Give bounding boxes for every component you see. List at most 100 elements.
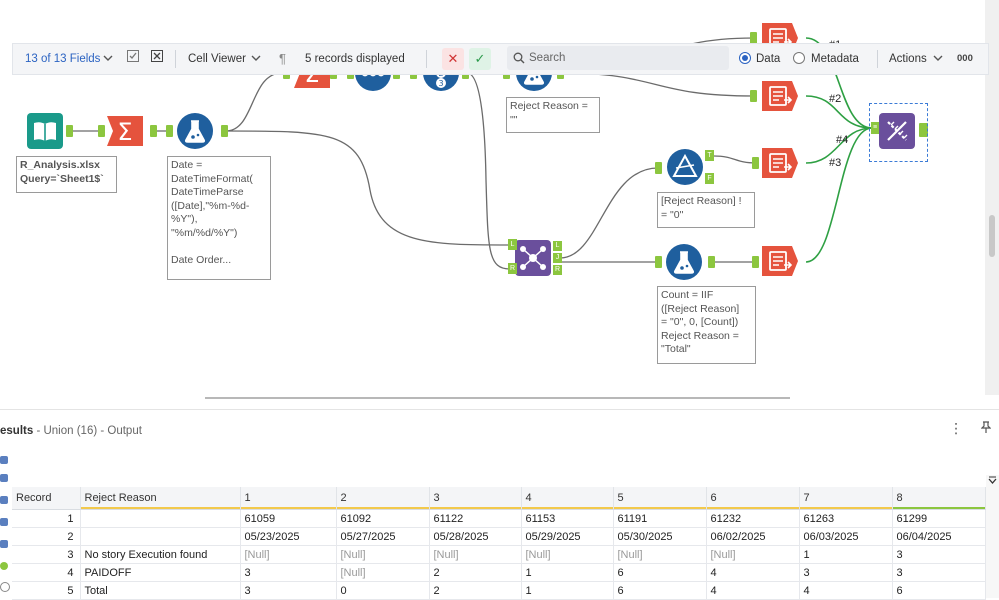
table-cell[interactable]: 61122 [429, 509, 522, 528]
table-cell[interactable]: 4 [706, 563, 800, 582]
column-header[interactable]: 5 [613, 487, 707, 510]
output-tool-3[interactable] [762, 145, 798, 181]
pilcrow-icon[interactable]: ¶ [279, 51, 286, 66]
list-icon[interactable] [0, 456, 8, 464]
record-number-cell[interactable]: 3 [12, 545, 81, 564]
field-type-icon[interactable] [0, 496, 8, 504]
chevron-down-icon[interactable] [933, 44, 943, 74]
fields-selector[interactable]: 13 of 13 Fields [25, 53, 101, 65]
table-cell[interactable]: 0 [336, 581, 430, 600]
join-anchor-left[interactable]: L [508, 239, 517, 250]
table-cell[interactable]: PAIDOFF [80, 563, 241, 582]
chevron-down-icon[interactable] [251, 44, 261, 74]
table-cell[interactable]: 1 [799, 545, 893, 564]
output-tool-4[interactable] [762, 243, 798, 279]
actions-dropdown[interactable]: Actions [889, 53, 927, 65]
canvas-horizontal-scrollbar[interactable] [0, 395, 999, 409]
more-actions-button[interactable]: 000 [957, 53, 973, 64]
close-x-button[interactable]: ✕ [442, 48, 464, 70]
table-cell[interactable]: 6 [892, 581, 986, 600]
pin-icon[interactable] [980, 420, 992, 436]
table-cell[interactable]: Total [80, 581, 241, 600]
input-data-tool[interactable] [27, 113, 63, 149]
table-cell[interactable]: 1 [521, 581, 614, 600]
table-cell[interactable]: 3 [892, 545, 986, 564]
column-header[interactable]: Reject Reason [80, 487, 241, 510]
table-cell[interactable]: 3 [892, 563, 986, 582]
table-cell[interactable]: [Null] [336, 545, 430, 564]
more-options-icon[interactable]: ⋮ [949, 420, 964, 436]
table-cell[interactable]: [Null] [240, 545, 337, 564]
table-cell[interactable]: 3 [799, 563, 893, 582]
table-cell[interactable]: 05/29/2025 [521, 527, 614, 546]
record-number-cell[interactable]: 4 [12, 563, 81, 582]
join-anchor-right[interactable]: R [508, 263, 517, 274]
record-number-cell[interactable]: 1 [12, 509, 81, 528]
column-header[interactable]: 2 [336, 487, 430, 510]
union-tool[interactable] [879, 113, 915, 149]
record-number-cell[interactable]: 5 [12, 581, 81, 600]
table-cell[interactable] [80, 509, 241, 528]
scroll-thumb[interactable] [205, 397, 790, 399]
table-cell[interactable]: 06/03/2025 [799, 527, 893, 546]
clear-fields-icon[interactable] [151, 44, 163, 74]
table-cell[interactable]: 61299 [892, 509, 986, 528]
table-cell[interactable]: [Null] [429, 545, 522, 564]
column-header[interactable]: 8 [892, 487, 986, 510]
table-cell[interactable]: [Null] [706, 545, 800, 564]
table-cell[interactable]: 3 [240, 581, 337, 600]
join-output-left[interactable]: L [553, 241, 562, 251]
filter-tool[interactable] [666, 148, 704, 186]
join-tool[interactable] [515, 240, 551, 276]
table-cell[interactable]: 61232 [706, 509, 800, 528]
table-cell[interactable]: 4 [706, 581, 800, 600]
table-cell[interactable]: 1 [521, 563, 614, 582]
clock-icon[interactable] [0, 582, 10, 592]
table-cell[interactable]: No story Execution found [80, 545, 241, 564]
table-vertical-scrollbar[interactable] [986, 475, 999, 598]
table-cell[interactable]: [Null] [336, 563, 430, 582]
record-number-cell[interactable]: 2 [12, 527, 81, 546]
field-type-icon[interactable] [0, 540, 8, 548]
cell-viewer-dropdown[interactable]: Cell Viewer [188, 53, 246, 65]
search-input[interactable] [529, 49, 719, 67]
canvas-vertical-scrollbar[interactable] [985, 0, 999, 395]
field-type-icon[interactable] [0, 474, 8, 482]
metadata-radio[interactable] [793, 52, 805, 64]
column-header[interactable]: 7 [799, 487, 893, 510]
table-cell[interactable]: 61263 [799, 509, 893, 528]
table-cell[interactable]: 4 [799, 581, 893, 600]
column-header[interactable]: Record [12, 487, 81, 510]
table-cell[interactable]: 61059 [240, 509, 337, 528]
output-tool-2[interactable] [762, 78, 798, 114]
filter-false-anchor[interactable]: F [705, 173, 714, 184]
summarize-tool[interactable]: Σ [107, 113, 143, 149]
table-cell[interactable]: 05/30/2025 [613, 527, 707, 546]
data-radio[interactable] [739, 52, 751, 64]
table-cell[interactable]: 2 [429, 581, 522, 600]
filter-true-anchor[interactable]: T [705, 150, 714, 161]
table-cell[interactable]: 61092 [336, 509, 430, 528]
table-cell[interactable]: 61153 [521, 509, 614, 528]
column-header[interactable]: 3 [429, 487, 522, 510]
table-cell[interactable] [80, 527, 241, 546]
formula-tool-count[interactable] [665, 243, 703, 281]
field-type-icon[interactable] [0, 518, 8, 526]
confirm-check-button[interactable]: ✓ [469, 48, 491, 70]
table-cell[interactable]: [Null] [613, 545, 707, 564]
column-header[interactable]: 1 [240, 487, 337, 510]
chevron-down-icon[interactable] [103, 44, 113, 74]
search-box[interactable] [507, 46, 729, 70]
formula-tool-date[interactable] [176, 112, 214, 150]
table-cell[interactable]: 05/27/2025 [336, 527, 430, 546]
table-cell[interactable]: 61191 [613, 509, 707, 528]
join-output-right[interactable]: R [553, 265, 562, 275]
table-cell[interactable]: 3 [240, 563, 337, 582]
column-header[interactable]: 6 [706, 487, 800, 510]
table-cell[interactable]: 06/04/2025 [892, 527, 986, 546]
union-input-anchor[interactable]: ≡ [871, 122, 879, 134]
table-cell[interactable]: 2 [429, 563, 522, 582]
